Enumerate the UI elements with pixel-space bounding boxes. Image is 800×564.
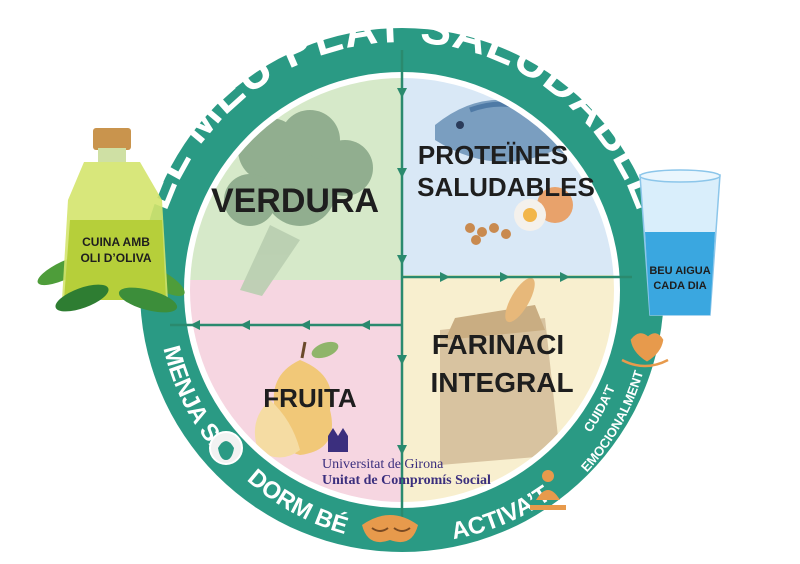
university-logo: [328, 428, 348, 452]
divider-arrows: [190, 88, 570, 455]
water-label-line1: BEU AIGUA: [649, 265, 710, 277]
sleep-mask-icon: [362, 515, 418, 543]
grains-label-line2: INTEGRAL: [430, 367, 573, 398]
olive-oil-bottle-icon: [37, 128, 185, 313]
bread-bag-icon: [440, 277, 560, 465]
heart-hands-icon: [621, 333, 669, 368]
pear-icon: [254, 341, 339, 458]
university-unit: Unitat de Compromís Social: [322, 473, 491, 488]
apple-icon: [209, 431, 243, 465]
proteins-label-line1: PROTEÏNES: [418, 140, 568, 170]
broccoli-icon: [224, 110, 373, 296]
olive-oil-label-line1: CUINA AMB: [82, 235, 150, 249]
fruit-label: FRUITA: [263, 383, 357, 413]
meditation-icon: [530, 470, 566, 510]
water-label-line2: CADA DIA: [653, 280, 706, 292]
vegetables-label: VERDURA: [211, 182, 379, 220]
olive-oil-label-line2: OLI D’OLIVA: [80, 251, 151, 265]
university-name: Universitat de Girona: [322, 457, 444, 472]
proteins-label-line2: SALUDABLES: [417, 172, 595, 202]
grains-label-line1: FARINACI: [432, 329, 564, 360]
water-glass-icon: [639, 169, 721, 316]
